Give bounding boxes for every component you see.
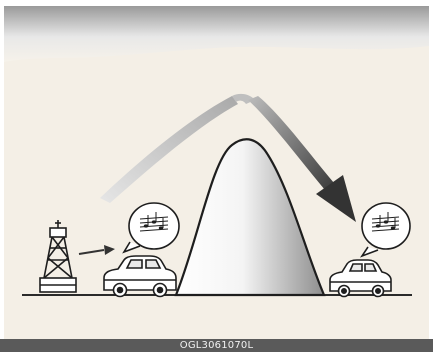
figure-caption: OGL3061070L	[0, 339, 433, 352]
